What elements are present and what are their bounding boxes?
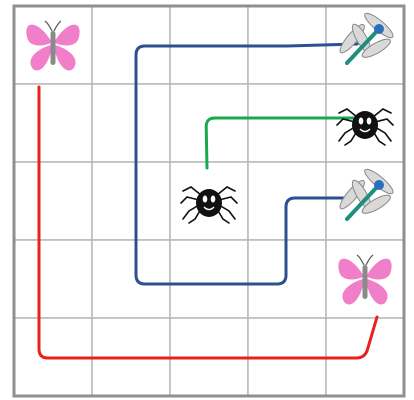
grid-cell-r2-c0[interactable] [13, 161, 93, 241]
grid-cell-r1-c1[interactable] [91, 83, 171, 163]
grid-cell-r3-c2[interactable] [169, 239, 249, 319]
grid-cell-r1-c0[interactable] [13, 83, 93, 163]
butterfly-icon [338, 254, 392, 305]
green-path[interactable] [204, 116, 361, 170]
grid-cell-r2-c1[interactable] [91, 161, 171, 241]
board-border [12, 4, 406, 398]
dragonfly-icon [339, 12, 394, 65]
spider-icon [180, 186, 238, 224]
grid-cell-r3-c1[interactable] [91, 239, 171, 319]
butterfly-icon [26, 20, 80, 71]
red-path[interactable] [37, 85, 379, 360]
spider-icon [336, 108, 394, 146]
dragonfly-icon [339, 168, 394, 221]
blue-path[interactable] [134, 42, 359, 286]
creature-layer [26, 12, 394, 305]
grid-cell-r1-c3[interactable] [247, 83, 327, 163]
path-layer [37, 42, 379, 360]
grid-cell-r1-c2[interactable] [169, 83, 249, 163]
grid-cell-r3-c0[interactable] [13, 239, 93, 319]
